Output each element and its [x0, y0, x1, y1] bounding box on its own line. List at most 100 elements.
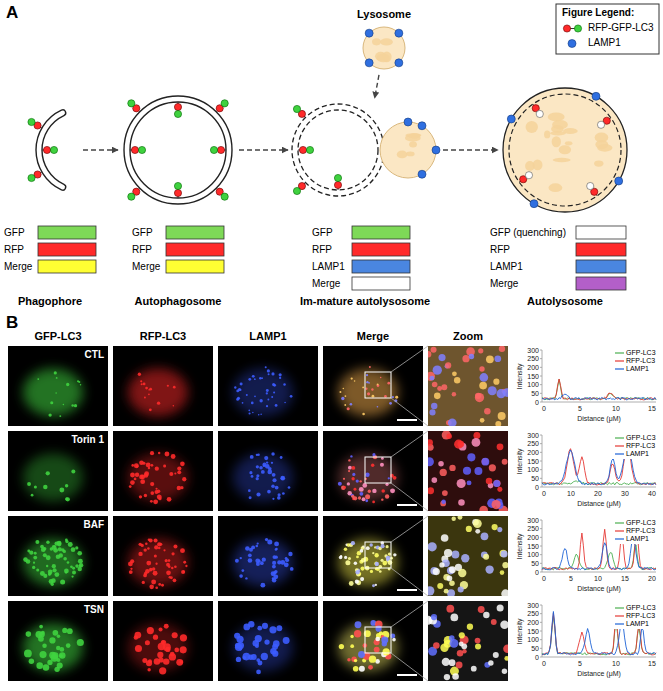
puncta: [438, 461, 444, 467]
cell-body: [338, 368, 398, 416]
legend-label: GFP-LC3: [626, 519, 656, 526]
y-tick-label: 0: [535, 569, 539, 576]
puncta: [151, 464, 154, 467]
puncta: [356, 556, 359, 559]
puncta: [355, 580, 359, 584]
puncta: [147, 668, 150, 671]
puncta: [371, 388, 373, 390]
micrograph: [323, 601, 423, 681]
puncta: [260, 413, 262, 415]
puncta: [54, 667, 59, 672]
puncta: [243, 624, 250, 631]
y-tick: [540, 461, 542, 462]
puncta: [431, 347, 437, 353]
gfp-dot: [174, 182, 181, 189]
puncta: [372, 453, 375, 456]
legend-title: Figure Legend:: [562, 8, 634, 18]
puncta: [366, 546, 370, 550]
puncta: [347, 482, 350, 485]
cell-body: [23, 538, 83, 586]
micrograph-ground: [323, 601, 423, 681]
puncta: [240, 382, 243, 385]
puncta: [472, 438, 481, 447]
gfp-dot: [50, 146, 57, 153]
legend-label: RFP-LC3: [626, 442, 655, 449]
puncta: [341, 397, 344, 400]
puncta: [284, 562, 289, 567]
puncta: [272, 383, 275, 386]
y-tick-label: 100: [527, 636, 539, 643]
puncta: [442, 658, 450, 666]
puncta: [395, 396, 398, 399]
puncta: [49, 637, 55, 643]
puncta: [148, 393, 150, 395]
puncta: [173, 579, 177, 583]
puncta: [475, 643, 481, 649]
puncta: [444, 674, 450, 680]
y-tick: [540, 469, 542, 470]
puncta: [365, 388, 367, 390]
legend-patch: [612, 348, 657, 374]
lamp1-dot: [365, 29, 373, 37]
x-axis: [542, 487, 656, 488]
puncta: [390, 488, 395, 493]
lumen-blob: [549, 183, 563, 192]
puncta: [441, 534, 449, 542]
gfp-dot: [306, 146, 313, 153]
puncta: [479, 506, 488, 511]
legend-label: LAMP1: [626, 365, 649, 372]
puncta: [174, 648, 179, 653]
puncta: [147, 627, 154, 634]
dashed-arrow: [83, 149, 118, 150]
lumen-blob: [372, 38, 381, 45]
puncta: [255, 644, 259, 648]
puncta: [351, 541, 355, 545]
puncta: [369, 655, 376, 662]
legend-patch: [612, 433, 657, 459]
micrograph-ground: [113, 346, 213, 426]
puncta: [263, 464, 266, 467]
puncta: [237, 642, 244, 649]
puncta: [275, 404, 278, 407]
x-tick-label: 20: [648, 575, 656, 582]
rfp-dot: [174, 103, 181, 110]
puncta: [389, 402, 392, 405]
puncta: [461, 643, 467, 649]
panel-letter: B: [6, 314, 18, 331]
legend-line-sample: [615, 615, 624, 616]
puncta: [349, 581, 354, 586]
y-tick-label: 100: [527, 466, 539, 473]
puncta: [66, 497, 70, 501]
puncta: [80, 384, 82, 386]
legend-frame: [556, 4, 659, 54]
puncta: [240, 557, 242, 559]
puncta: [261, 470, 265, 474]
color-swatch: [352, 277, 410, 290]
puncta: [452, 392, 456, 396]
table-row-label: LAMP1: [490, 260, 523, 273]
puncta: [131, 464, 134, 467]
puncta: [29, 551, 33, 555]
y-tick-label: 0: [535, 484, 539, 491]
y-tick: [540, 554, 542, 555]
puncta: [344, 404, 346, 406]
puncta: [360, 549, 364, 553]
y-tick-label: 200: [527, 449, 539, 456]
rfp-dot: [563, 25, 570, 32]
y-tick: [540, 537, 542, 538]
legend-label: LAMP1: [626, 450, 649, 457]
puncta: [185, 565, 187, 567]
cell-body: [233, 453, 293, 501]
condition-label: CTL: [85, 350, 104, 360]
puncta: [63, 404, 65, 406]
puncta: [440, 501, 446, 507]
puncta: [134, 478, 137, 481]
puncta: [153, 635, 158, 640]
puncta: [257, 626, 262, 631]
puncta: [174, 472, 176, 474]
puncta: [71, 404, 74, 407]
puncta: [437, 386, 442, 391]
legend-line-sample: [615, 360, 624, 361]
puncta: [250, 455, 254, 459]
puncta: [283, 637, 290, 644]
